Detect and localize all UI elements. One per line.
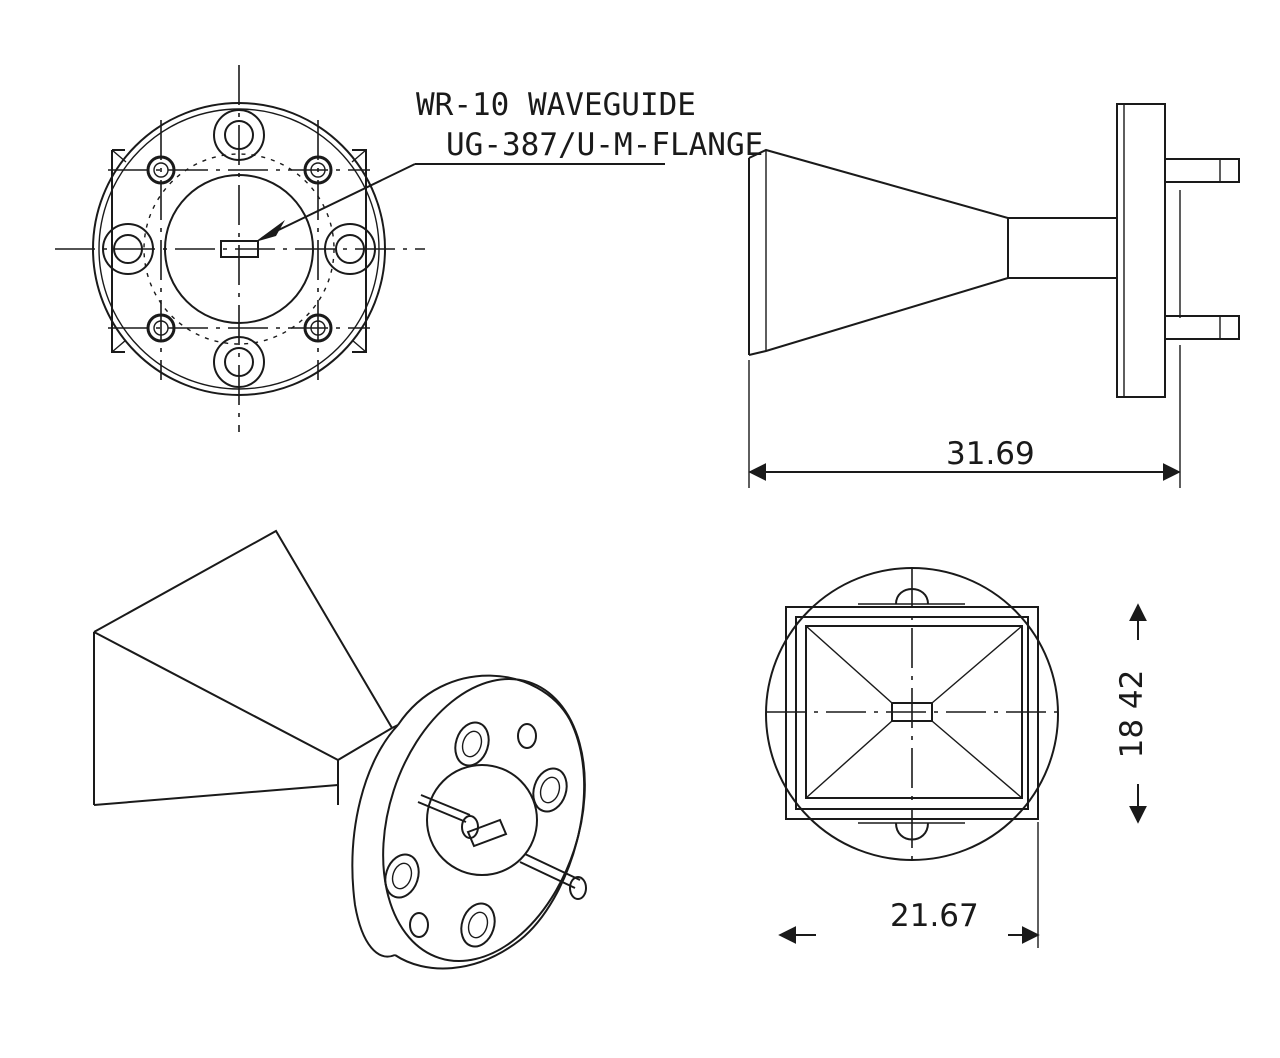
horn-aperture-view	[765, 567, 1059, 862]
length-dimension	[748, 345, 1181, 488]
side-pin-bottom	[1165, 315, 1240, 340]
flange-front-view	[55, 65, 425, 432]
horn-side-view	[748, 103, 1240, 398]
flange-label: UG-387/U-M-FLANGE	[446, 127, 763, 163]
side-flange	[1116, 103, 1166, 398]
waveguide-label: WR-10 WAVEGUIDE	[416, 87, 696, 123]
label-leader	[255, 163, 665, 242]
width-dimension	[778, 822, 1040, 948]
width-dimension-value: 21.67	[890, 898, 979, 934]
side-pin-top	[1165, 158, 1240, 183]
height-dimension-value: 18 42	[1114, 670, 1150, 759]
length-dimension-value: 31.69	[946, 436, 1035, 472]
horn-isometric-view	[93, 529, 587, 970]
